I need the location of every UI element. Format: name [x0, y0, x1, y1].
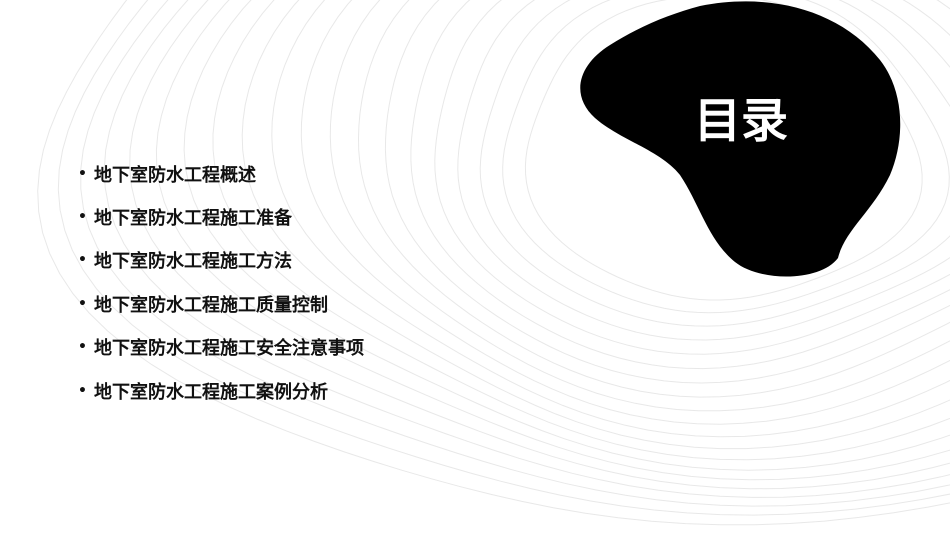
toc-item-label: 地下室防水工程概述	[94, 164, 256, 186]
bullet-icon: •	[78, 165, 87, 182]
bullet-icon: •	[78, 252, 87, 269]
contour-line	[457, 0, 950, 341]
toc-item[interactable]: • 地下室防水工程施工安全注意事项	[78, 326, 364, 369]
contour-line	[212, 0, 950, 461]
bullet-icon: •	[78, 382, 87, 399]
contour-line	[410, 0, 950, 370]
contour-line	[357, 0, 950, 398]
toc-item[interactable]: • 地下室防水工程施工质量控制	[78, 282, 364, 325]
toc-item[interactable]: • 地下室防水工程施工方法	[78, 239, 364, 282]
contour-line	[329, 0, 950, 412]
contour-line	[80, 0, 950, 507]
contour-line	[155, 0, 950, 481]
toc-item-label: 地下室防水工程施工方法	[94, 251, 292, 273]
contour-line	[57, 0, 950, 516]
toc-item[interactable]: • 地下室防水工程概述	[78, 152, 364, 195]
toc-item-label: 地下室防水工程施工准备	[94, 208, 292, 230]
toc-item[interactable]: • 地下室防水工程施工准备	[78, 195, 364, 238]
contour-line	[479, 0, 950, 327]
contour-line	[384, 0, 950, 384]
bullet-icon: •	[78, 209, 87, 226]
black-blob-shape	[580, 1, 901, 277]
contour-line	[300, 0, 950, 425]
contour-line	[183, 0, 950, 471]
toc-item[interactable]: • 地下室防水工程施工案例分析	[78, 369, 364, 412]
table-of-contents: • 地下室防水工程概述 • 地下室防水工程施工准备 • 地下室防水工程施工方法 • 地下…	[78, 152, 364, 412]
toc-item-label: 地下室防水工程施工案例分析	[94, 381, 328, 403]
contour-line	[502, 0, 950, 314]
toc-item-label: 地下室防水工程施工安全注意事项	[94, 338, 364, 360]
contour-line	[241, 0, 950, 450]
contour-line	[129, 0, 950, 490]
toc-title: 目录	[694, 94, 788, 149]
toc-item-label: 地下室防水工程施工质量控制	[94, 294, 328, 316]
bullet-icon: •	[78, 339, 87, 356]
contour-line	[103, 0, 950, 498]
contour-line	[271, 0, 950, 438]
contour-line	[37, 0, 950, 526]
bullet-icon: •	[78, 295, 87, 312]
contour-line	[434, 0, 950, 355]
